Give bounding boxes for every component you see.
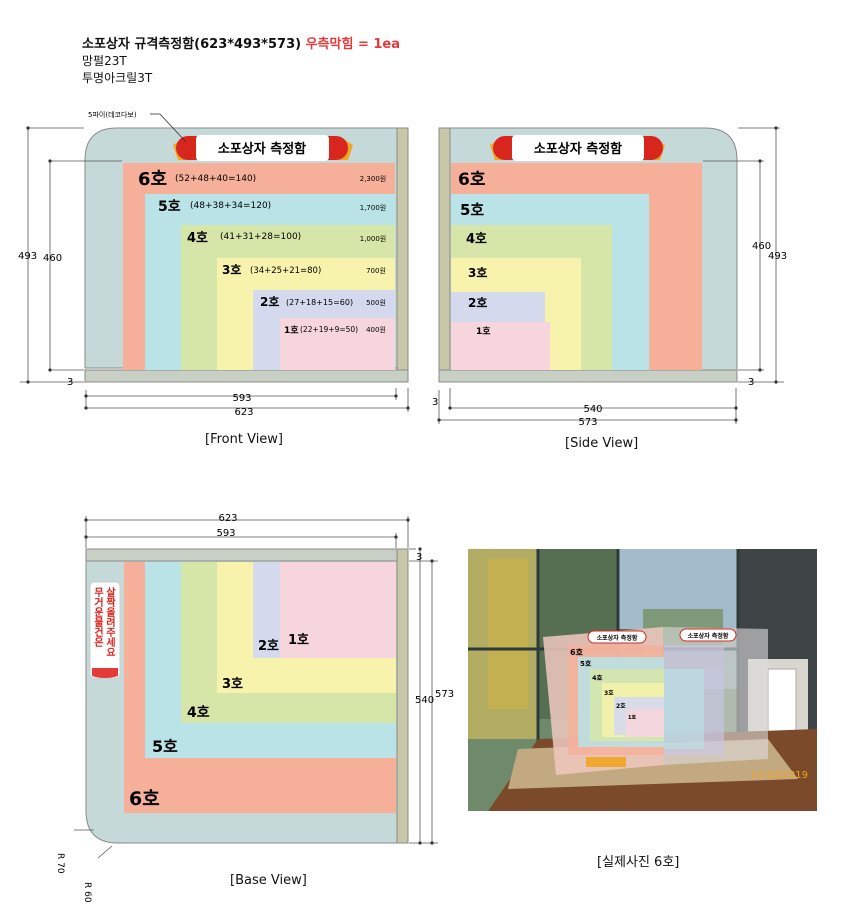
front-price-6: 2,300원 (360, 174, 386, 183)
side-dim-460: 460 (752, 241, 771, 252)
side-label-6: 6호 (458, 170, 486, 190)
callout-text: 5파이(데코다보) (88, 110, 137, 119)
base-right-edge (396, 548, 409, 844)
front-formula-1: (22+19+9=50) (300, 325, 358, 334)
photo-label-2: 2호 (616, 702, 626, 710)
photo-label-6: 6호 (570, 647, 584, 657)
front-formula-4: (41+31+28=100) (220, 232, 301, 242)
side-box-1 (451, 322, 550, 370)
side-left-edge (438, 127, 451, 371)
base-dim-573: 573 (435, 689, 454, 700)
caption-side: [Side View] (565, 436, 639, 451)
real-photo: 소포상자 측정함 소포상자 측정함 6호 5호 4호 3호 2호 1호 12/1… (468, 549, 817, 811)
base-dim-540: 540 (415, 695, 434, 706)
front-sign-text: 소포상자 측정함 (218, 141, 306, 157)
front-price-1: 400원 (366, 325, 386, 334)
front-label-5: 5호 (158, 199, 181, 215)
front-price-2: 500원 (366, 298, 386, 307)
base-dim-3: 3 (416, 552, 422, 563)
front-dim-460: 460 (43, 253, 62, 264)
photo-label-4: 4호 (592, 673, 603, 682)
front-box-1 (280, 318, 395, 370)
base-label-2: 2호 (258, 639, 279, 654)
front-price-3: 700원 (366, 266, 386, 275)
base-view: 2호 1호 3호 4호 5호 6호 살짝올려주세요 무거운물건은 (55, 513, 454, 903)
front-dimensions (20, 127, 409, 412)
base-label-3: 3호 (222, 677, 243, 692)
front-dim-623: 623 (234, 407, 253, 418)
side-sign-plate (512, 135, 644, 161)
front-label-4: 4호 (187, 231, 208, 246)
photo-sign-right: 소포상자 측정함 (688, 632, 729, 640)
front-price-4: 1,000원 (360, 234, 386, 243)
title-main: 소포상자 규격측정함(623*493*573) (82, 37, 302, 52)
warning-line-2: 살짝올려주세요 (104, 586, 116, 657)
front-base-edge (84, 369, 409, 383)
caption-base: [Base View] (230, 873, 307, 888)
base-dim-593: 593 (216, 528, 235, 539)
side-dimensions (438, 127, 784, 424)
base-label-4: 4호 (187, 705, 210, 721)
base-back-edge (85, 548, 409, 562)
side-label-4: 4호 (466, 232, 487, 247)
base-label-5: 5호 (152, 737, 178, 756)
base-box-1 (280, 562, 396, 658)
caption-front: [Front View] (205, 432, 284, 447)
photo-illustration: 소포상자 측정함 소포상자 측정함 6호 5호 4호 3호 2호 1호 12/1… (468, 549, 817, 811)
photo-label-3: 3호 (604, 689, 614, 697)
front-label-1: 1호 (284, 325, 299, 336)
side-label-5: 5호 (460, 201, 484, 219)
side-base-edge (438, 369, 738, 383)
front-formula-2: (27+18+15=60) (286, 298, 353, 307)
side-dim-540: 540 (583, 404, 602, 415)
title-note: 우측막힘 = 1ea (305, 37, 401, 52)
photo-label-1: 1호 (628, 714, 636, 721)
side-dim-3-right: 3 (748, 377, 754, 388)
side-label-2: 2호 (468, 296, 487, 310)
base-radius-70: R 70 (55, 853, 65, 874)
photo-timestamp: 12/10/2019 (750, 770, 808, 781)
caption-photo: [실제사진 6호] (597, 855, 680, 870)
base-label-6: 6호 (129, 788, 160, 810)
side-label-1: 1호 (476, 326, 491, 337)
front-formula-5: (48+38+34=120) (190, 201, 271, 211)
base-dim-623: 623 (218, 513, 237, 524)
front-formula-6: (52+48+40=140) (175, 174, 256, 184)
side-dim-573: 573 (578, 417, 597, 428)
front-price-5: 1,700원 (360, 203, 386, 212)
side-dim-493: 493 (768, 251, 787, 262)
front-dim-593: 593 (232, 393, 251, 404)
material-line-1: 망펄23T (82, 54, 127, 68)
photo-sign-left: 소포상자 측정함 (597, 634, 638, 642)
side-sign-text: 소포상자 측정함 (534, 141, 622, 157)
front-dim-493: 493 (18, 251, 37, 262)
base-label-1: 1호 (288, 633, 309, 648)
side-dim-3-left: 3 (432, 397, 438, 408)
front-label-3: 3호 (222, 263, 241, 277)
front-right-edge (396, 127, 409, 371)
sign-plate (196, 135, 329, 161)
front-label-2: 2호 (260, 295, 279, 309)
warning-line-1: 무거운물건은 (92, 587, 104, 647)
front-dim-3: 3 (67, 377, 73, 388)
material-line-2: 투명아크릴3T (82, 71, 153, 85)
front-label-6: 6호 (138, 169, 167, 190)
base-radius-60: R 60 (82, 882, 92, 903)
front-dimension-dots (26, 126, 410, 410)
front-view: 소포상자 측정함 5파이(데코다보) 6호 (52+48+40=140) 2,3… (18, 110, 410, 418)
side-label-3: 3호 (468, 266, 487, 280)
front-formula-3: (34+25+21=80) (250, 266, 321, 276)
photo-label-5: 5호 (580, 659, 592, 668)
side-view: 소포상자 측정함 6호 5호 4호 3호 2호 1호 460 493 3 (432, 126, 787, 428)
page-title: 소포상자 규격측정함(623*493*573) 우측막힘 = 1ea (82, 33, 400, 52)
